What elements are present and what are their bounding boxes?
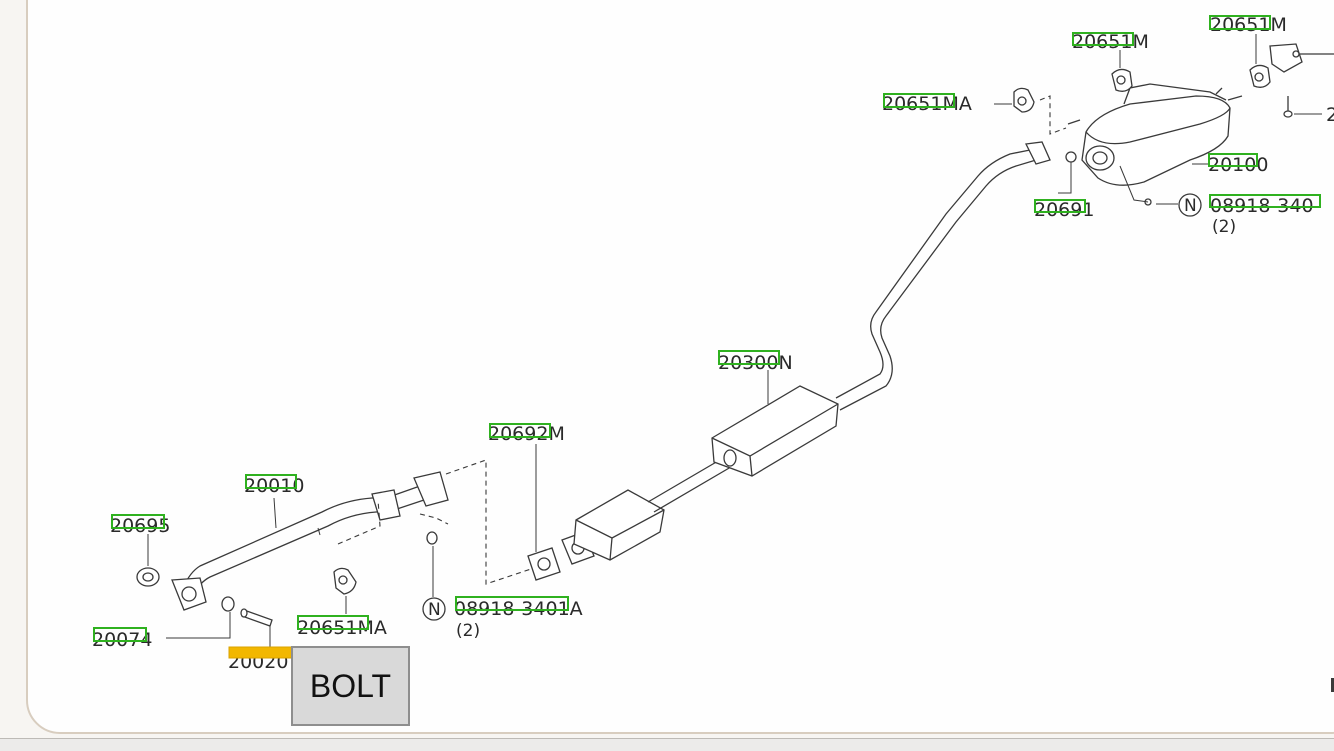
svg-text:20651MA: 20651MA xyxy=(882,93,972,115)
svg-text:N: N xyxy=(1184,196,1197,216)
part-label-partial-2[interactable]: 2 xyxy=(1326,104,1334,126)
ring-20691[interactable] xyxy=(1058,151,1077,194)
svg-text:20651M: 20651M xyxy=(1210,14,1287,36)
part-label-20695[interactable]: 20695 xyxy=(110,514,170,537)
gasket-20695[interactable] xyxy=(136,567,160,587)
edge-mark xyxy=(1331,678,1334,692)
front-pipe-20010[interactable] xyxy=(171,471,449,611)
part-label-20074[interactable]: 20074 xyxy=(92,627,152,651)
bolt-tooltip: BOLT xyxy=(291,646,410,726)
center-muffler-20300n[interactable] xyxy=(647,385,839,513)
nut-08918-lower[interactable] xyxy=(426,531,438,545)
svg-text:20010: 20010 xyxy=(244,475,304,497)
part-label-20651ma-upper[interactable]: 20651MA xyxy=(882,93,972,115)
svg-text:N: N xyxy=(428,600,441,620)
part-label-20692m[interactable]: 20692M xyxy=(488,423,565,445)
svg-text:(2): (2) xyxy=(456,621,480,641)
nut-20074[interactable] xyxy=(221,596,273,627)
part-label-20651m-right[interactable]: 20651M xyxy=(1209,14,1287,36)
part-label-20010[interactable]: 20010 xyxy=(244,474,304,497)
svg-text:20691: 20691 xyxy=(1034,199,1094,221)
hanger-20651ma-lower[interactable] xyxy=(333,567,357,595)
svg-text:2: 2 xyxy=(1326,104,1334,126)
hanger-20651m-left[interactable] xyxy=(1111,68,1133,92)
svg-text:20695: 20695 xyxy=(110,515,170,537)
rear-pipe[interactable] xyxy=(835,141,1051,411)
part-label-20651ma-lower[interactable]: 20651MA xyxy=(297,615,387,639)
bottom-strip xyxy=(0,738,1334,751)
part-label-08918-upper[interactable]: 08918-340 (2) xyxy=(1209,194,1321,237)
main-muffler-20100[interactable] xyxy=(1067,83,1243,186)
part-label-20691[interactable]: 20691 xyxy=(1034,199,1094,221)
part-label-20020[interactable]: 20020 xyxy=(228,646,294,673)
svg-text:20692M: 20692M xyxy=(488,423,565,445)
part-label-20651m-left[interactable]: 20651M xyxy=(1072,31,1149,53)
svg-text:20651M: 20651M xyxy=(1072,31,1149,53)
hanger-20651ma-upper[interactable] xyxy=(1013,87,1035,113)
pre-muffler[interactable] xyxy=(573,489,665,561)
n-symbol-upper: N xyxy=(1178,193,1202,217)
hanger-20651m-right[interactable] xyxy=(1249,43,1334,88)
n-symbol-lower: N xyxy=(422,597,446,621)
part-label-08918-lower[interactable]: 08918-3401A (2) xyxy=(454,596,583,641)
part-label-20100[interactable]: 20100 xyxy=(1208,153,1268,176)
svg-text:(2): (2) xyxy=(1212,217,1236,237)
bolt-rear[interactable] xyxy=(1283,96,1322,118)
part-label-20300n[interactable]: 20300N xyxy=(718,350,793,374)
